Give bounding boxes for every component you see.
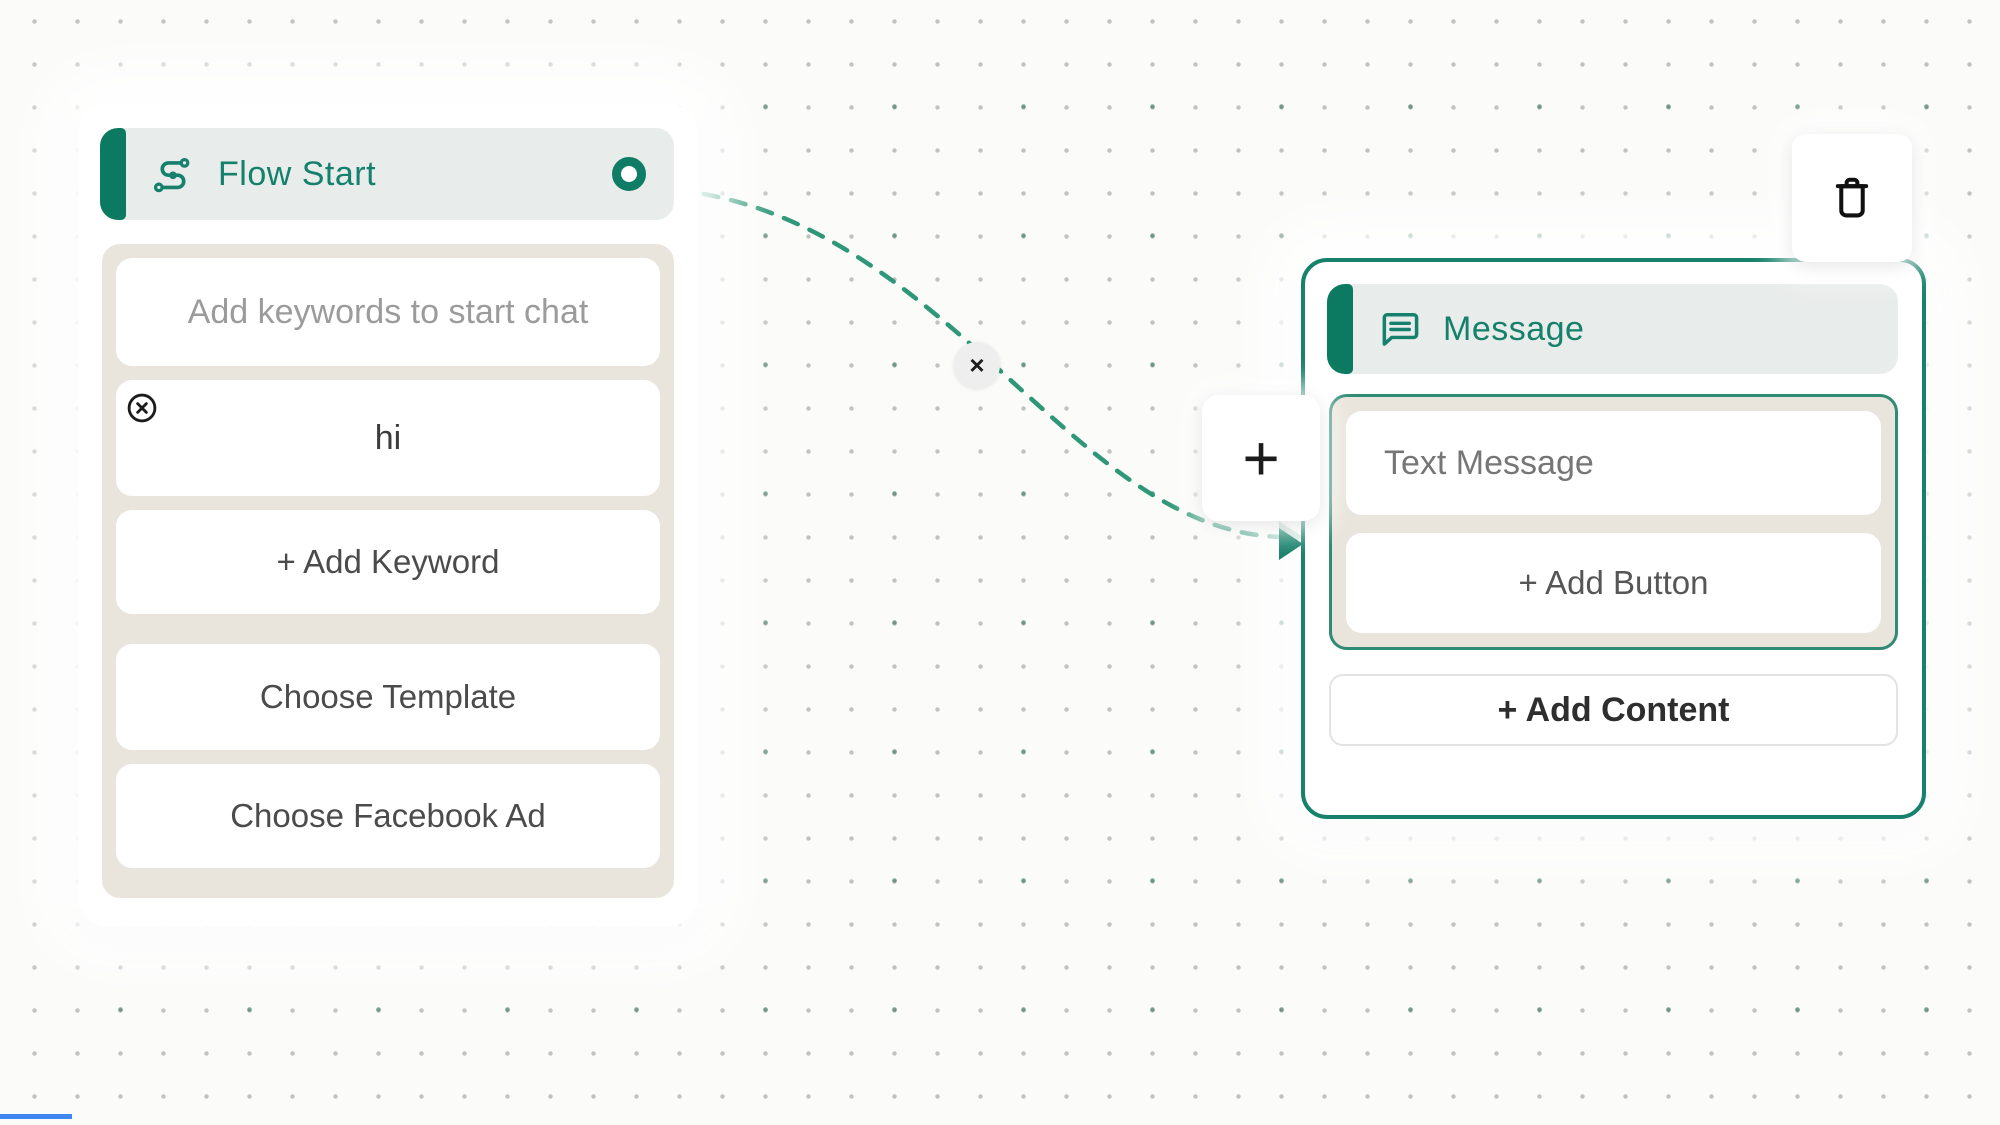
keyword-input[interactable] bbox=[116, 258, 660, 366]
choose-template-label: Choose Template bbox=[259, 678, 517, 715]
add-button-button[interactable]: + Add Button bbox=[1346, 533, 1881, 633]
add-node-button[interactable]: + bbox=[1202, 395, 1320, 521]
choose-facebook-ad-label: Choose Facebook Ad bbox=[230, 797, 546, 834]
delete-node-button[interactable] bbox=[1792, 134, 1912, 262]
remove-connection-button[interactable]: × bbox=[954, 342, 1000, 388]
choose-facebook-ad-button[interactable]: Choose Facebook Ad bbox=[116, 764, 660, 868]
route-icon bbox=[153, 157, 190, 193]
flow-start-header[interactable]: Flow Start bbox=[100, 128, 674, 220]
add-keyword-label: + Add Keyword bbox=[276, 543, 500, 580]
message-title: Message bbox=[1443, 309, 1585, 348]
add-button-label: + Add Button bbox=[1518, 564, 1709, 601]
text-message-block[interactable]: Text Message bbox=[1346, 411, 1881, 515]
flow-start-title: Flow Start bbox=[218, 154, 377, 193]
keyword-chip-label: hi bbox=[374, 418, 402, 457]
output-connector-handle[interactable] bbox=[612, 157, 646, 191]
flow-start-body: hi + Add Keyword Choose Template Choose … bbox=[102, 244, 674, 898]
add-content-button[interactable]: + Add Content bbox=[1329, 674, 1898, 746]
close-icon: × bbox=[969, 350, 985, 380]
message-header[interactable]: Message bbox=[1327, 284, 1898, 374]
chat-bubble-icon bbox=[1382, 312, 1419, 346]
remove-keyword-icon[interactable] bbox=[124, 390, 160, 426]
bottom-left-blue-line bbox=[0, 1114, 72, 1119]
add-content-label: + Add Content bbox=[1497, 690, 1730, 729]
flow-start-accent-bar bbox=[100, 128, 126, 220]
keyword-chip: hi bbox=[116, 380, 660, 496]
message-content-section: Text Message + Add Button bbox=[1329, 394, 1898, 650]
flow-start-node[interactable]: Flow Start hi + Add Keyword Choose Templ… bbox=[78, 104, 698, 926]
plus-icon: + bbox=[1242, 422, 1280, 494]
message-node[interactable]: Message Text Message + Add Button + Add … bbox=[1279, 258, 1926, 819]
trash-icon bbox=[1835, 177, 1869, 218]
add-keyword-button[interactable]: + Add Keyword bbox=[116, 510, 660, 614]
message-accent-bar bbox=[1327, 284, 1353, 374]
choose-template-button[interactable]: Choose Template bbox=[116, 644, 660, 750]
text-message-label: Text Message bbox=[1384, 443, 1594, 482]
input-connector-arrow-icon bbox=[1279, 528, 1303, 560]
